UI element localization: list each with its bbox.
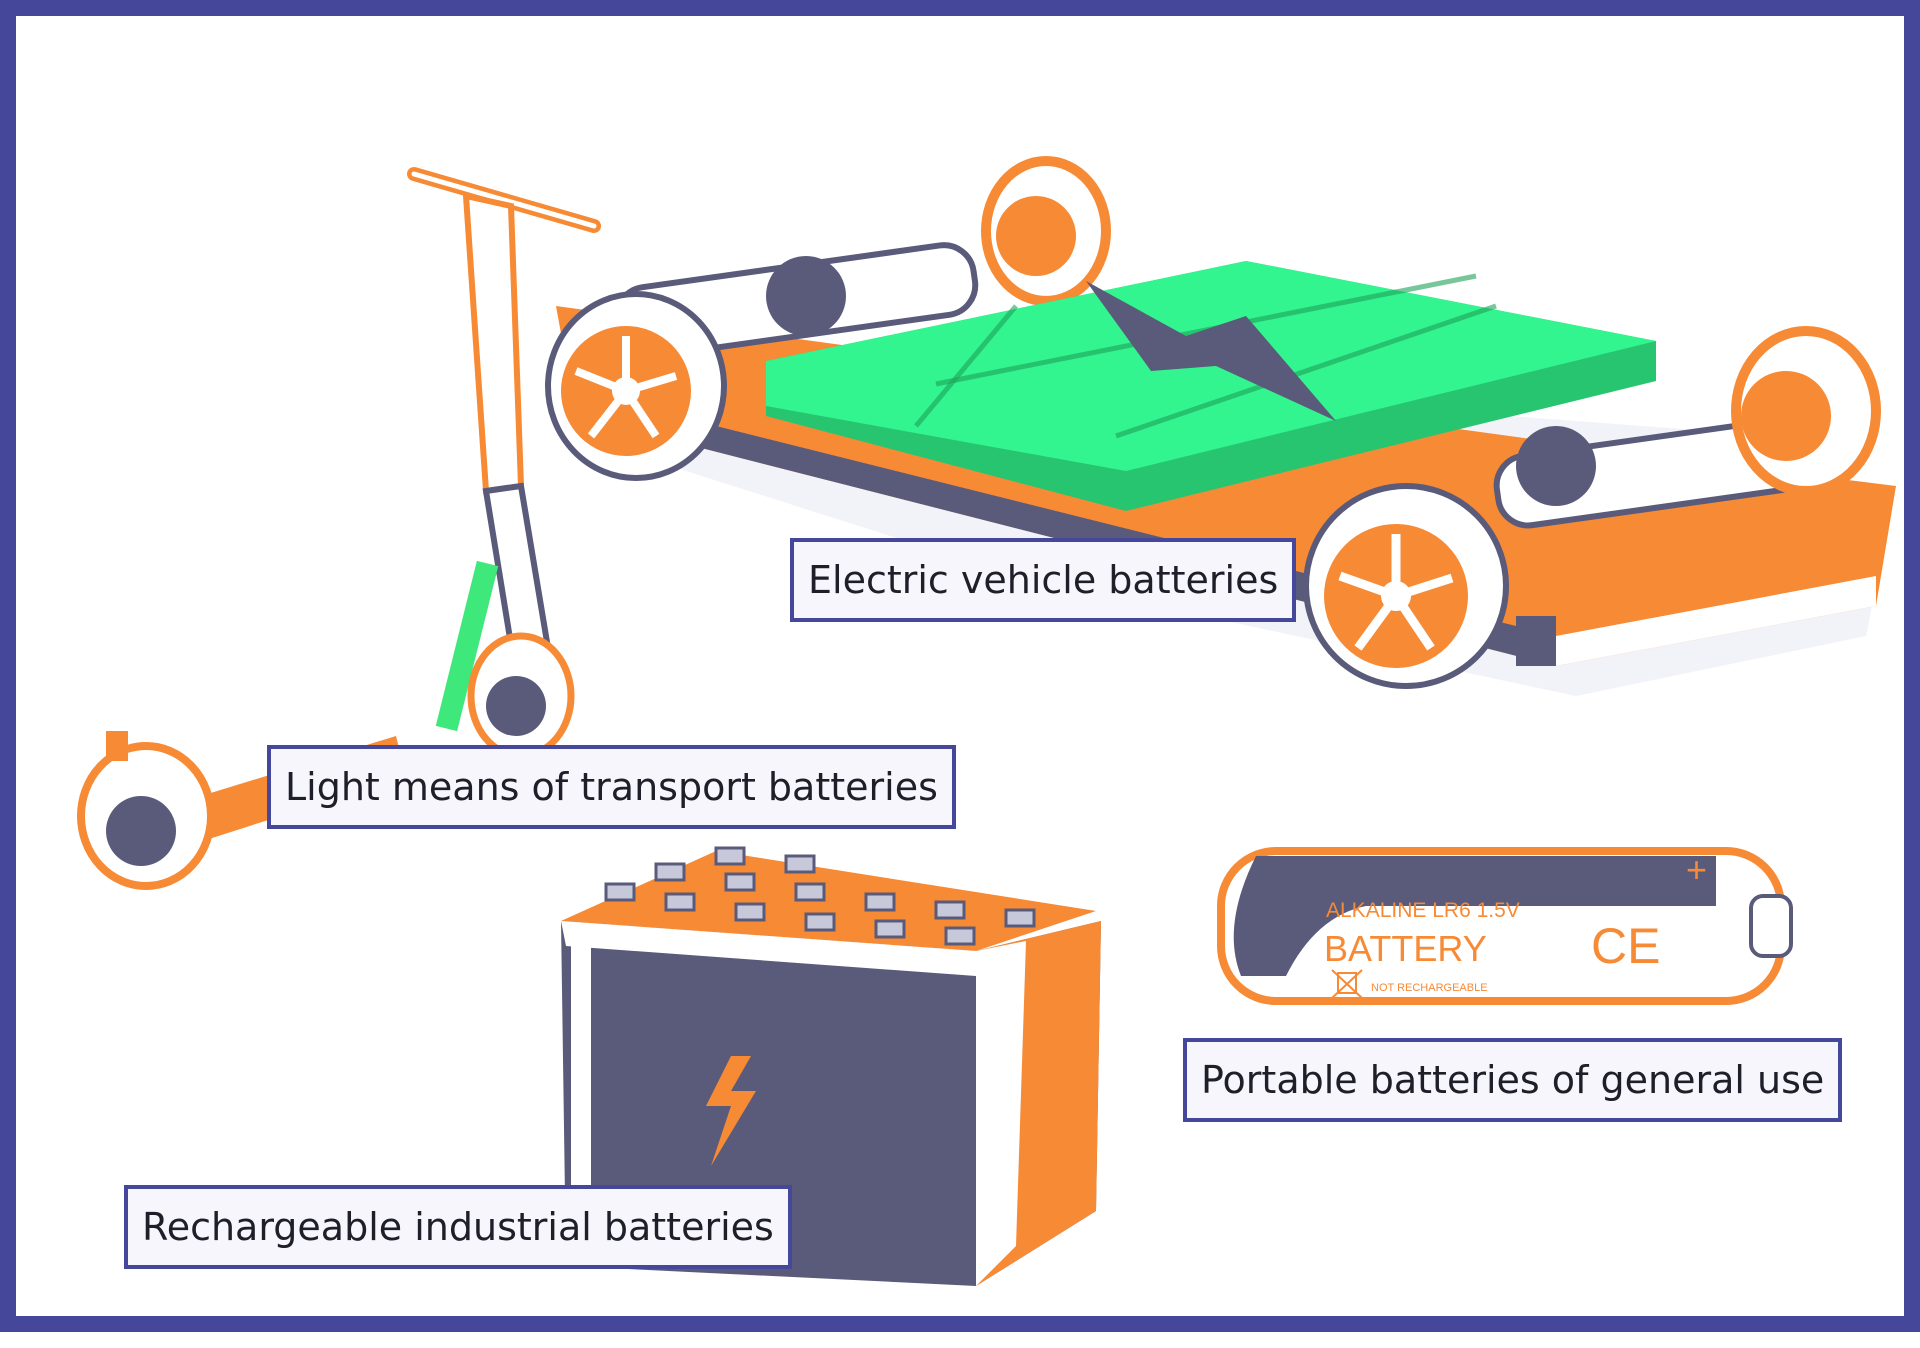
- cell-note-text: NOT RECHARGEABLE: [1371, 982, 1488, 994]
- electric-vehicle-illustration: [545, 156, 1896, 696]
- aa-cell-illustration: [1217, 847, 1793, 1005]
- crossed-bin-icon: [1331, 969, 1363, 999]
- label-industrial: Rechargeable industrial batteries: [124, 1185, 792, 1269]
- label-portable: Portable batteries of general use: [1183, 1038, 1843, 1122]
- cell-plus-sign: +: [1686, 849, 1707, 890]
- ce-mark: CE: [1591, 918, 1660, 974]
- battery-illustrations: ALKALINE LR6 1.5V BATTERY CE NOT RECHARG…: [77, 156, 1896, 1286]
- cell-type-text: ALKALINE LR6 1.5V: [1326, 899, 1520, 922]
- label-electric-vehicle: Electric vehicle batteries: [790, 538, 1297, 622]
- cell-battery-text: BATTERY: [1324, 928, 1487, 969]
- label-light-transport: Light means of transport batteries: [267, 745, 956, 829]
